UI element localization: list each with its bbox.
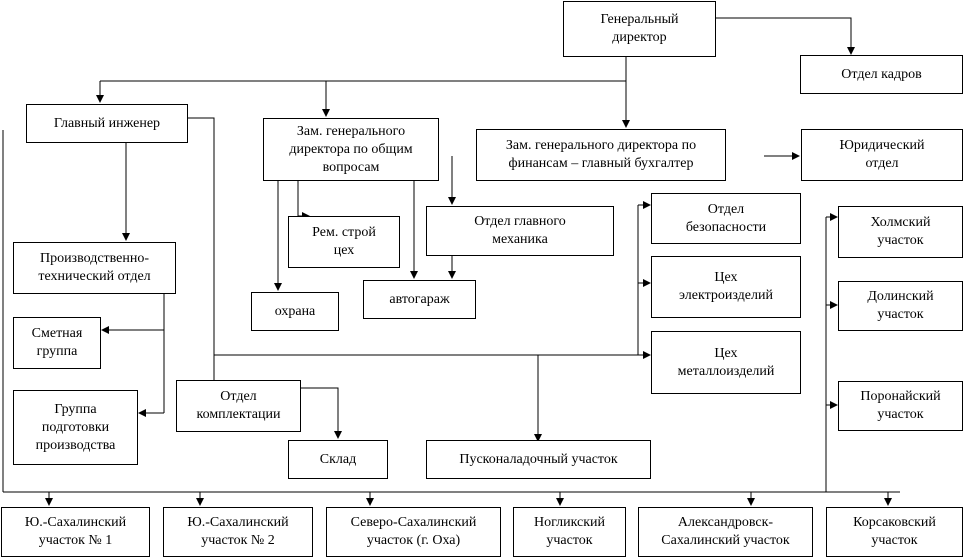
dolinsk-site-box: Долинский участок bbox=[838, 281, 963, 331]
yuzhno-sakhalinsk-site-2-label: Ю.-Сахалинский участок № 2 bbox=[187, 515, 289, 548]
commissioning-site-box: Пусконаладочный участок bbox=[426, 440, 651, 479]
connector-line bbox=[297, 181, 310, 220]
security-department-label: Отдел безопасности bbox=[685, 201, 767, 235]
chief-engineer-box: Главный инженер bbox=[26, 104, 188, 143]
poronaysk-site-label: Поронайский участок bbox=[860, 389, 941, 422]
warehouse-box: Склад bbox=[288, 440, 388, 479]
security-department-box: Отдел безопасности bbox=[651, 193, 801, 244]
commissioning-site-label: Пусконаладочный участок bbox=[459, 451, 618, 467]
deputy-finance-label: Зам. генерального директора по финансам … bbox=[505, 138, 697, 171]
legal-department-box: Юридический отдел bbox=[801, 129, 963, 181]
complectation-department-label: Отдел комплектации bbox=[196, 389, 281, 422]
production-technical-department-box: Производственно- технический отдел bbox=[13, 242, 176, 294]
chief-mechanic-department-box: Отдел главного механика bbox=[426, 206, 614, 256]
guard-label: охрана bbox=[274, 303, 316, 319]
chief-engineer-label: Главный инженер bbox=[53, 115, 161, 131]
hr-department-label: Отдел кадров bbox=[841, 66, 922, 82]
deputy-general-affairs-box: Зам. генерального директора по общим воп… bbox=[263, 118, 439, 181]
yuzhno-sakhalinsk-site-1-box: Ю.-Сахалинский участок № 1 bbox=[1, 507, 150, 557]
north-sakhalin-site-label: Северо-Сахалинский участок (г. Оха) bbox=[350, 515, 477, 548]
connector-line bbox=[188, 117, 215, 355]
connector-line bbox=[716, 17, 855, 55]
hr-department-box: Отдел кадров bbox=[800, 55, 963, 94]
deputy-general-affairs-label: Зам. генерального директора по общим воп… bbox=[289, 123, 413, 175]
nogliki-site-label: Ногликский участок bbox=[533, 515, 606, 548]
korsakov-site-label: Корсаковский участок bbox=[853, 515, 936, 548]
complectation-department-box: Отдел комплектации bbox=[176, 380, 301, 432]
connector-line bbox=[301, 387, 342, 439]
alexandrovsk-sakhalinsky-site-label: Александровск- Сахалинский участок bbox=[661, 515, 790, 548]
kholmsk-site-box: Холмский участок bbox=[838, 206, 963, 258]
nogliki-site-box: Ногликский участок bbox=[513, 507, 626, 557]
dolinsk-site-label: Долинский участок bbox=[867, 289, 934, 322]
production-technical-department-label: Производственно- технический отдел bbox=[38, 251, 151, 284]
repair-construction-shop-box: Рем. строй цех bbox=[288, 216, 400, 268]
deputy-finance-box: Зам. генерального директора по финансам … bbox=[476, 129, 726, 181]
alexandrovsk-sakhalinsky-site-box: Александровск- Сахалинский участок bbox=[638, 507, 813, 557]
north-sakhalin-site-box: Северо-Сахалинский участок (г. Оха) bbox=[326, 507, 501, 557]
electrical-products-shop-box: Цех электроизделий bbox=[651, 256, 801, 318]
kholmsk-site-label: Холмский участок bbox=[870, 215, 931, 248]
repair-construction-shop-label: Рем. строй цех bbox=[312, 225, 376, 258]
garage-box: автогараж bbox=[363, 280, 476, 319]
electrical-products-shop-label: Цех электроизделий bbox=[679, 270, 773, 303]
guard-box: охрана bbox=[251, 292, 339, 331]
poronaysk-site-box: Поронайский участок bbox=[838, 381, 963, 431]
legal-department-label: Юридический отдел bbox=[839, 138, 925, 171]
general-director-box: Генеральный директор bbox=[563, 1, 716, 57]
production-preparation-group-box: Группа подготовки производства bbox=[13, 390, 138, 465]
estimate-group-box: Сметная группа bbox=[13, 317, 101, 369]
yuzhno-sakhalinsk-site-2-box: Ю.-Сахалинский участок № 2 bbox=[163, 507, 313, 557]
chief-mechanic-department-label: Отдел главного механика bbox=[474, 214, 566, 247]
estimate-group-label: Сметная группа bbox=[31, 326, 83, 359]
metal-products-shop-box: Цех металлоизделий bbox=[651, 331, 801, 394]
metal-products-shop-label: Цех металлоизделий bbox=[677, 345, 775, 379]
production-preparation-group-label: Группа подготовки производства bbox=[35, 401, 116, 453]
korsakov-site-box: Корсаковский участок bbox=[826, 507, 963, 557]
warehouse-label: Склад bbox=[319, 451, 357, 467]
garage-label: автогараж bbox=[389, 291, 450, 307]
general-director-label: Генеральный директор bbox=[600, 12, 679, 45]
yuzhno-sakhalinsk-site-1-label: Ю.-Сахалинский участок № 1 bbox=[24, 515, 127, 548]
